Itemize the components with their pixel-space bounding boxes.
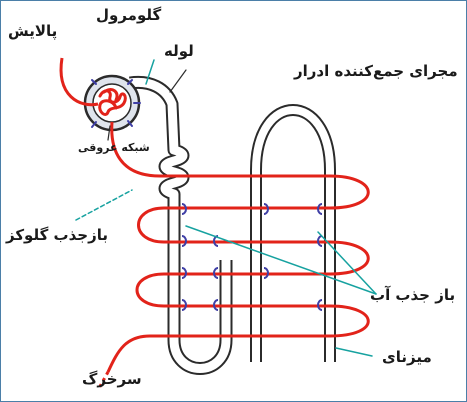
reabsorption-markers (181, 203, 323, 311)
label-glucose-reabsorption: بازجذب گلوکز (6, 226, 108, 244)
label-collecting-duct: مجرای جمع‌کننده ادرار (294, 62, 458, 80)
nephron-tubule (129, 75, 233, 375)
label-ureter: میزنای (382, 348, 432, 366)
label-glomerulus: گلومرول (96, 6, 162, 24)
pointer-lines (75, 59, 377, 357)
label-filtration: پالایش (8, 22, 58, 40)
label-capillary-network: شبکه عروقی (78, 141, 150, 154)
label-vein: سرخرگ (82, 370, 142, 388)
label-water-reabsorption: باز جذب آب (370, 286, 456, 304)
glomerulus-knot (98, 88, 127, 116)
afferent-vessel (59, 57, 99, 107)
peritubular-vessel (106, 121, 370, 373)
label-tube: لوله (164, 42, 194, 60)
collecting-duct (250, 104, 336, 362)
